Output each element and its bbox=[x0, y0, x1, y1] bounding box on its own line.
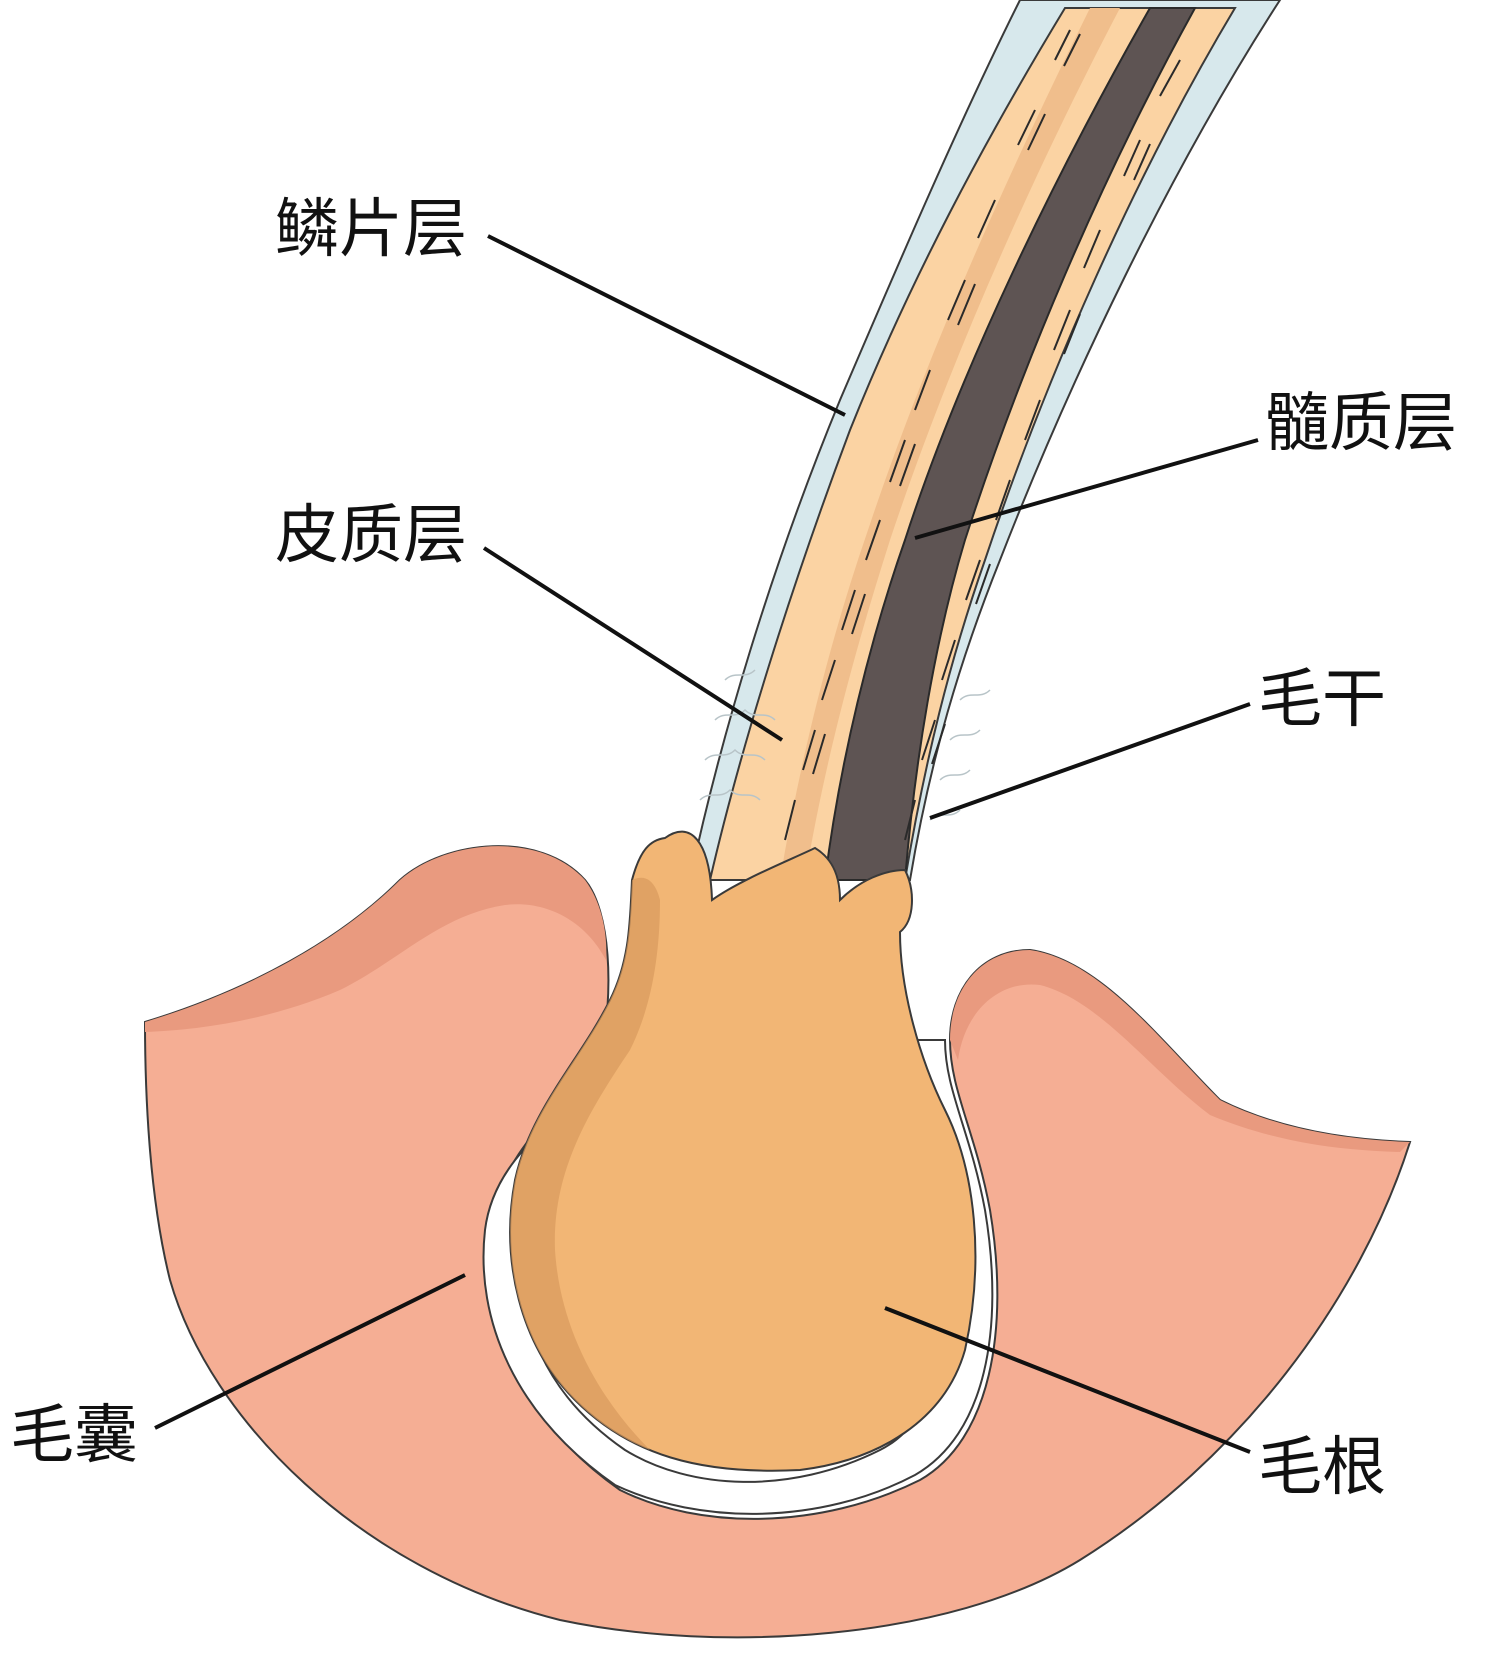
leader-root bbox=[884, 1306, 1251, 1454]
cortex-strands-right bbox=[904, 59, 1181, 841]
label-cortex: 皮质层 bbox=[275, 499, 467, 573]
cortex-shading bbox=[780, 8, 1120, 880]
leader-cortex bbox=[482, 546, 784, 742]
leader-follicle bbox=[154, 1273, 466, 1430]
leader-shaft bbox=[929, 702, 1251, 820]
hair-root bbox=[509, 830, 977, 1472]
leader-lines bbox=[154, 234, 1259, 1454]
leader-cuticle bbox=[487, 234, 846, 417]
label-cuticle: 鳞片层 bbox=[275, 193, 467, 267]
follicle-rim-right bbox=[950, 950, 1410, 1152]
label-medulla: 髓质层 bbox=[1265, 387, 1457, 461]
cortex-strands bbox=[784, 29, 1081, 841]
hair-shaft bbox=[688, 0, 1282, 881]
root-shadow bbox=[510, 877, 660, 1450]
label-follicle: 毛囊 bbox=[10, 1399, 138, 1473]
leader-medulla bbox=[914, 438, 1259, 540]
label-root: 毛根 bbox=[1258, 1431, 1386, 1505]
label-shaft: 毛干 bbox=[1258, 663, 1386, 737]
follicle-inner-gap bbox=[482, 1039, 994, 1515]
hair-follicle bbox=[143, 845, 1412, 1639]
follicle-rim-left bbox=[145, 846, 607, 1032]
